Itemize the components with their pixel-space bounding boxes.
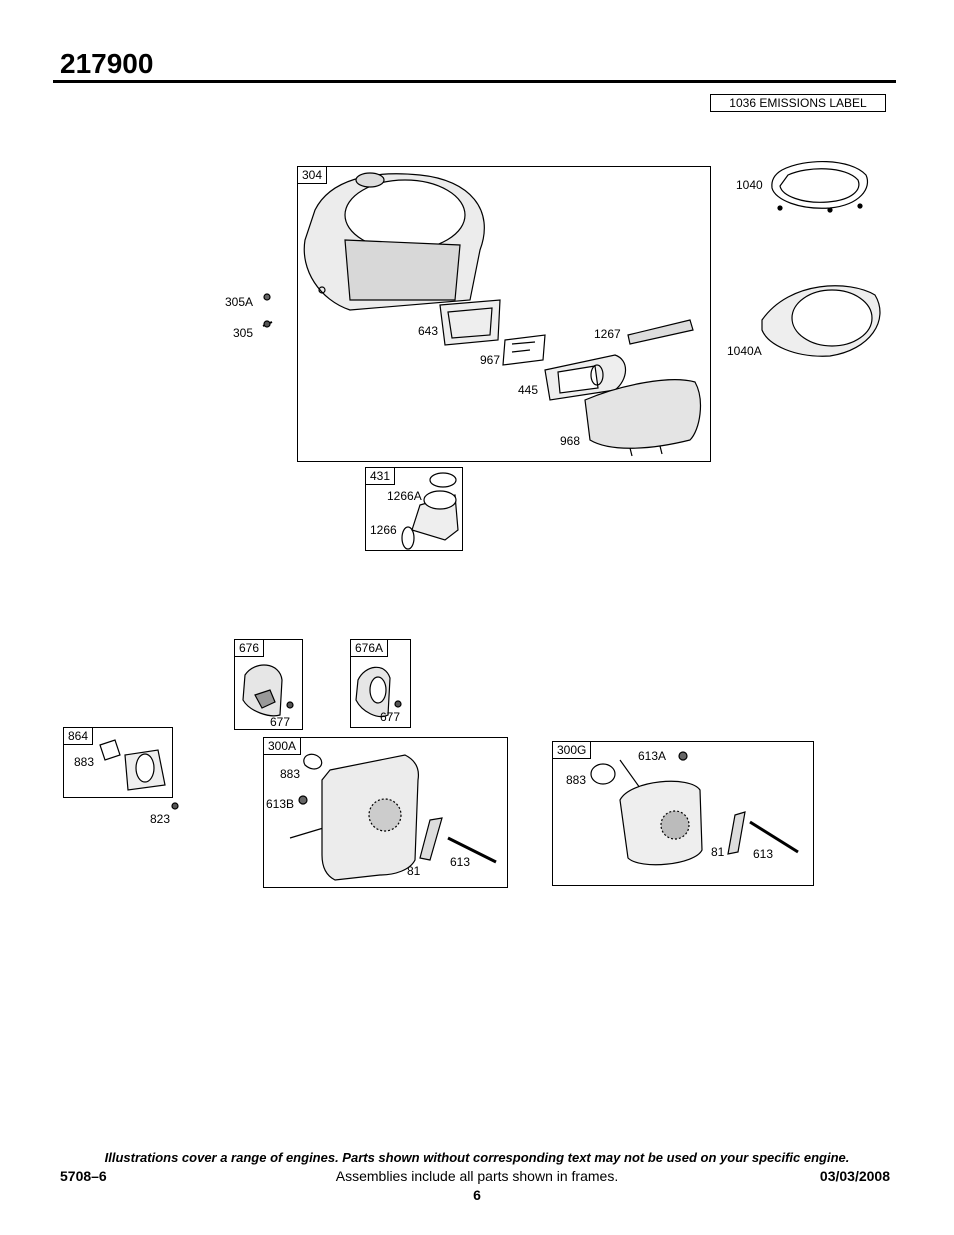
slider-1267-drawing [627, 319, 694, 345]
part-label-305a: 305A [225, 295, 254, 309]
frame-tag-304: 304 [298, 167, 328, 184]
frame-tag-676: 676 [235, 640, 265, 657]
muffler-300a-drawing [289, 753, 497, 881]
frame-tag-864: 864 [64, 728, 94, 745]
cover-968-drawing [584, 379, 701, 457]
panel-643-drawing [439, 299, 501, 346]
frame-300g: 300G [552, 741, 814, 886]
panel-445-drawing [544, 354, 627, 401]
frame-tag-431: 431 [366, 468, 396, 485]
deflector-676a-drawing [355, 666, 402, 718]
decal-967-drawing [502, 334, 546, 366]
part-label-1267: 1267 [594, 327, 621, 341]
part-label-1040: 1040 [736, 178, 763, 192]
frame-676: 676 [234, 639, 303, 730]
footer-assemblies-note: Assemblies include all parts shown in fr… [335, 1168, 619, 1184]
part-label-613a: 613A [638, 749, 667, 763]
part-label-305: 305 [233, 326, 254, 340]
frame-676a: 676A [350, 639, 411, 728]
frame-304: 304 [297, 166, 711, 462]
part-label-883-a: 883 [74, 755, 95, 769]
part-label-967: 967 [480, 353, 501, 367]
part-label-643: 643 [418, 324, 439, 338]
ring-1040-drawing [771, 161, 868, 213]
part-label-613b: 613B [266, 797, 295, 811]
frame-tag-300g: 300G [553, 742, 592, 759]
page-number: 6 [473, 1187, 481, 1203]
footer-date: 03/03/2008 [819, 1168, 890, 1184]
part-label-1040a: 1040A [727, 344, 762, 358]
part-label-613-c: 613 [753, 847, 774, 861]
footer-disclaimer: Illustrations cover a range of engines. … [104, 1150, 850, 1165]
screws-305-drawing [262, 293, 273, 328]
deflector-676-drawing [242, 664, 294, 717]
frame-tag-300a: 300A [264, 738, 302, 755]
elbow-431-drawing [401, 472, 459, 550]
frame-431: 431 [365, 467, 463, 551]
frame-864: 864 [63, 727, 173, 798]
part-label-883-b: 883 [280, 767, 301, 781]
frame-tag-676a: 676A [351, 640, 389, 657]
part-label-1266a: 1266A [387, 489, 422, 503]
part-label-823: 823 [150, 812, 171, 826]
part-label-968: 968 [560, 434, 581, 448]
blower-housing-drawing [303, 172, 485, 311]
part-label-81-a: 81 [407, 864, 421, 878]
part-label-1266: 1266 [370, 523, 397, 537]
part-label-81-b: 81 [711, 845, 725, 859]
emissions-label-box: 1036 EMISSIONS LABEL [710, 94, 886, 112]
part-label-613-a: 613 [450, 855, 471, 869]
part-label-677-a: 677 [270, 715, 291, 729]
adapter-864-drawing [99, 739, 179, 810]
part-label-677-b: 677 [380, 710, 401, 724]
frame-300a: 300A [263, 737, 508, 888]
part-label-445: 445 [518, 383, 539, 397]
header-rule [53, 80, 896, 83]
part-label-883-c: 883 [566, 773, 587, 787]
screen-1040a-drawing [761, 285, 881, 357]
footer-doc-number: 5708–6 [60, 1168, 107, 1184]
muffler-300g-drawing [590, 751, 799, 866]
page-title: 217900 [60, 48, 154, 79]
